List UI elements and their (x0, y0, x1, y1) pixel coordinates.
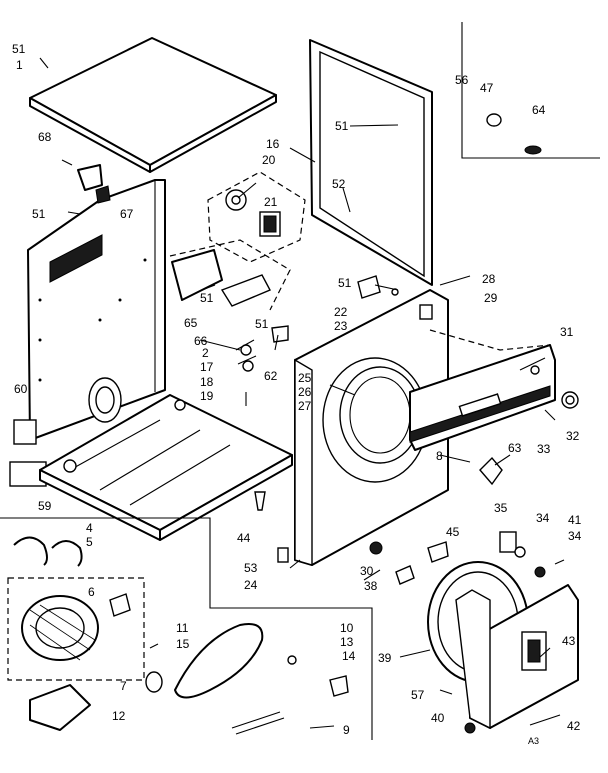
part-label: 62 (264, 369, 278, 383)
motor-assembly (7, 577, 145, 681)
part-label: A3 (528, 736, 539, 746)
part-60 (13, 419, 37, 445)
part-label: 31 (560, 325, 574, 339)
part-labels: 51 1 68 51 67 60 59 4 5 6 7 12 11 15 9 1… (12, 42, 582, 746)
part-label: 13 (340, 635, 354, 649)
control-components (169, 239, 291, 406)
part-label: 20 (262, 153, 276, 167)
feet-parts (486, 113, 542, 155)
part-label: 12 (112, 709, 126, 723)
part-label: 19 (200, 389, 214, 403)
top-panel (29, 37, 277, 173)
motor-mount (29, 684, 91, 731)
belt-tension-parts (231, 655, 349, 735)
part-label: 43 (562, 634, 576, 648)
part-label: 11 (176, 621, 189, 635)
part-label: 10 (340, 621, 354, 635)
part-label: 18 (200, 375, 214, 389)
part-label: 24 (244, 578, 258, 592)
part-label: 29 (484, 291, 498, 305)
part-label: 4 (86, 521, 93, 535)
part-label: 51 (200, 291, 214, 305)
part-label: 51 (338, 276, 352, 290)
part-label: 5 (86, 535, 93, 549)
part-label: 67 (120, 207, 134, 221)
part-label: 16 (266, 137, 280, 151)
part-label: 45 (446, 525, 460, 539)
part-label: 34 (568, 529, 582, 543)
knob-32 (561, 391, 579, 409)
part-label: 9 (343, 723, 350, 737)
part-label: 17 (200, 360, 214, 374)
part-label: 57 (411, 688, 425, 702)
rear-panel-frame (309, 39, 433, 286)
part-label: 32 (566, 429, 580, 443)
switch-bracket-assembly (207, 171, 306, 263)
part-label: 40 (431, 711, 445, 725)
motor-clamps (13, 536, 83, 567)
part-label: 2 (202, 346, 209, 360)
part-label: 41 (568, 513, 582, 527)
part-label: 42 (567, 719, 581, 733)
part-label: 26 (298, 385, 312, 399)
leader-lines (199, 124, 561, 729)
part-label: 64 (532, 103, 546, 117)
part-label: 63 (508, 441, 522, 455)
part-label: 53 (244, 561, 258, 575)
vent-louvers (49, 234, 103, 283)
inset-border (461, 22, 600, 159)
part-label: 59 (38, 499, 52, 513)
part-label: 14 (342, 649, 356, 663)
part-label: 51 (255, 317, 269, 331)
screw-33 (544, 409, 556, 421)
clip-bracket (61, 159, 111, 215)
part-label: 15 (176, 637, 190, 651)
part-label: 34 (536, 511, 550, 525)
inset-border-motor (0, 517, 373, 740)
front-panel (294, 289, 449, 566)
part-label: 23 (334, 319, 348, 333)
part-label: 60 (14, 382, 28, 396)
part-label: 8 (436, 449, 443, 463)
part-label: 47 (480, 81, 494, 95)
part-label: 30 (360, 564, 374, 578)
hinge-parts (357, 275, 399, 299)
screw-51-top (39, 57, 49, 69)
part-label: 66 (194, 334, 208, 348)
part-label: 51 (12, 42, 26, 56)
part-label: 28 (482, 272, 496, 286)
part-label: 27 (298, 399, 312, 413)
cabinet-side-panel (27, 179, 166, 441)
drive-belt (174, 623, 264, 699)
base-pan (39, 394, 293, 541)
part-label: 56 (455, 73, 469, 87)
part-label: 68 (38, 130, 52, 144)
part-label: 38 (364, 579, 378, 593)
part-label: 6 (88, 585, 95, 599)
hardware (254, 491, 565, 734)
part-label: 1 (16, 58, 23, 72)
part-label: 7 (120, 679, 127, 693)
rivet-dots (38, 258, 147, 382)
part-label: 39 (378, 651, 392, 665)
part-label: 25 (298, 371, 312, 385)
part-label: 35 (494, 501, 508, 515)
idler-pulley (145, 643, 163, 693)
part-label: 33 (537, 442, 551, 456)
part-label: 51 (32, 207, 46, 221)
rear-bulkhead (455, 584, 579, 730)
part-label: 51 (335, 119, 349, 133)
part-label: 21 (264, 195, 278, 209)
part-label: 22 (334, 305, 348, 319)
part-label: 44 (237, 531, 251, 545)
part-label: 65 (184, 316, 198, 330)
control-console (409, 329, 556, 451)
part-label: 52 (332, 177, 346, 191)
